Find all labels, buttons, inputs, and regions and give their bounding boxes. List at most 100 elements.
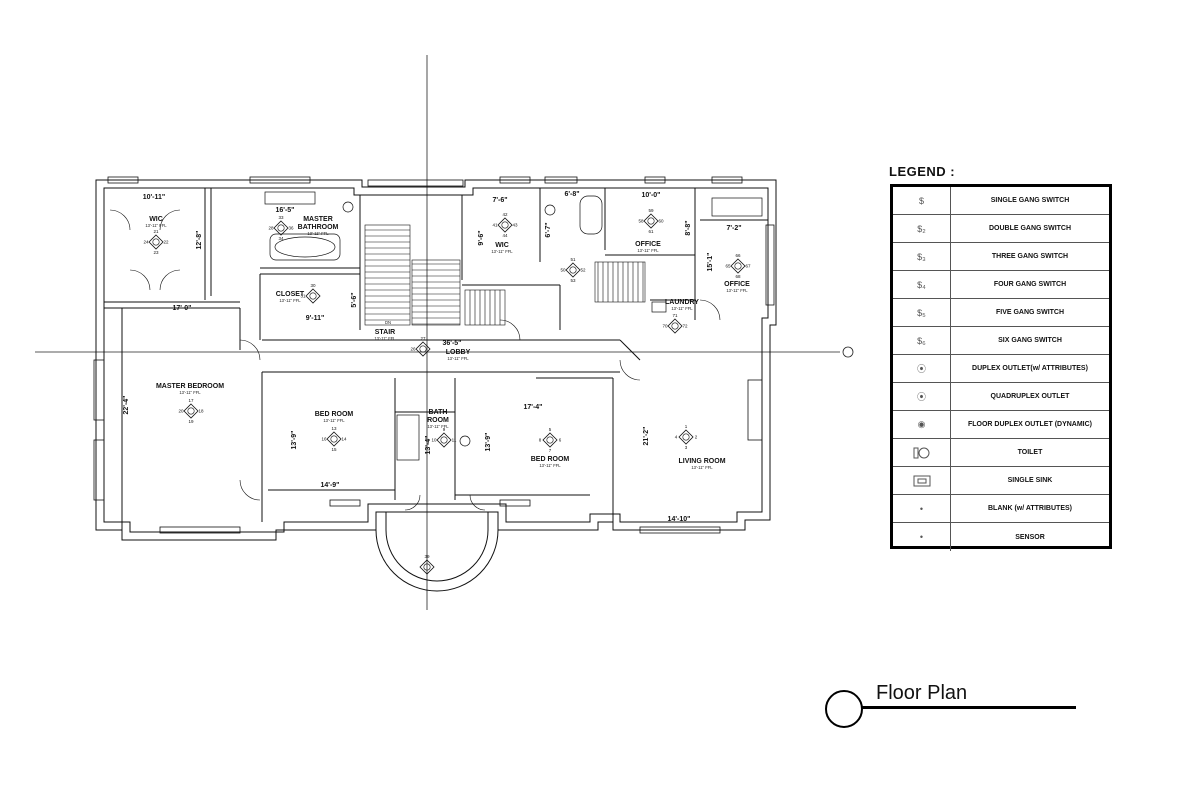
- fixture-number: 59: [648, 208, 654, 213]
- window: [644, 176, 666, 184]
- legend-row: ⦿DUPLEX OUTLET(w/ ATTRIBUTES): [893, 355, 1109, 383]
- cabinet: [711, 197, 763, 217]
- vanity: [264, 191, 316, 205]
- fixture-number: 11: [452, 438, 457, 443]
- fixture-number: 66: [735, 253, 741, 258]
- wall: [619, 339, 641, 361]
- dimension-label: 6'-7": [545, 222, 552, 237]
- fixture-number: 31: [300, 294, 306, 299]
- room-ffl: 13'-11" FFL: [307, 231, 329, 236]
- legend-row: TOILET: [893, 439, 1109, 467]
- fixture-number: 71: [672, 313, 678, 318]
- window: [765, 224, 775, 306]
- legend-label: SIX GANG SWITCH: [998, 337, 1062, 344]
- fixture-number: 17: [188, 398, 194, 403]
- fixture-number: 20: [178, 409, 184, 414]
- plan-title: Floor Plan: [876, 682, 968, 704]
- fixture-number: 68: [735, 274, 741, 279]
- fixture-number: 41: [492, 223, 498, 228]
- window: [159, 526, 241, 534]
- fixture-number: 27: [420, 336, 426, 341]
- dimension-label: 36'-5": [443, 340, 462, 347]
- fixture-number: 65: [725, 264, 731, 269]
- toilet: [544, 204, 556, 216]
- window: [499, 499, 531, 507]
- legend-title: LEGEND :: [889, 164, 956, 179]
- room-ffl: 13'-11" FFL: [427, 424, 449, 429]
- door-swing: [404, 494, 421, 511]
- dimension-label: 22'-4": [123, 396, 130, 415]
- room-ffl: 13'-11" FFL: [491, 249, 513, 254]
- legend-label: SINGLE SINK: [1007, 477, 1053, 484]
- legend-symbol-icon: •: [893, 523, 951, 551]
- room-ffl: 13'-11" FFL: [323, 418, 345, 423]
- door-swing: [699, 299, 721, 321]
- dimension-label: 17'-4": [524, 404, 543, 411]
- fixture-number: 3: [685, 445, 688, 450]
- dimension-label: 9'-11": [306, 315, 325, 322]
- bay-window-wall: [375, 512, 499, 592]
- room-label-master-bedroom: MASTER BEDROOM: [156, 383, 224, 390]
- room-label-bed-room-2: BED ROOM: [531, 456, 570, 463]
- fixture-number: 21: [153, 229, 159, 234]
- legend-symbol-icon: [893, 467, 951, 494]
- fixture-number: 43: [512, 223, 518, 228]
- fixture-number: 33: [278, 215, 284, 220]
- fixture-number: 53: [570, 278, 576, 283]
- dimension-label: 21'-2": [643, 427, 650, 446]
- legend-label: QUADRUPLEX OUTLET: [990, 393, 1070, 400]
- fixture-number: 36: [288, 226, 294, 231]
- legend-label: FLOOR DUPLEX OUTLET (DYNAMIC): [967, 421, 1093, 428]
- room-ffl: 13'-11" FFL: [539, 463, 561, 468]
- fixture-number: 6: [559, 438, 562, 443]
- fixture-number: 39: [424, 554, 430, 559]
- legend-row: ⦿QUADRUPLEX OUTLET: [893, 383, 1109, 411]
- room-label-lobby: LOBBY: [446, 349, 471, 356]
- dimension-label: 13'-9": [485, 433, 492, 452]
- legend-symbol-icon: ⦿: [893, 355, 951, 382]
- fixture-number: 30: [310, 283, 316, 288]
- room-ffl: 13'-11" FFL: [179, 390, 201, 395]
- room-ffl: 13'-11" FFL: [726, 288, 748, 293]
- fixture-number: 50: [560, 268, 566, 273]
- fixture-number: 72: [682, 324, 688, 329]
- dimension-label: 10'-0": [642, 192, 661, 199]
- room-label-office-2: OFFICE: [724, 281, 750, 288]
- fixture-number: 28: [268, 226, 274, 231]
- dimension-label: 16'-5": [276, 207, 295, 214]
- dimension-label: 12'-8": [196, 231, 203, 250]
- stair: [594, 261, 646, 303]
- door-swing: [619, 359, 641, 381]
- bath-right: [579, 195, 603, 235]
- room-ffl: 13'-11" FFL: [374, 336, 396, 341]
- fixture-number: 70: [662, 324, 668, 329]
- fixture-number: 22: [163, 240, 169, 245]
- fixture-number: 23: [153, 250, 159, 255]
- dimension-label: 6'-8": [564, 191, 579, 198]
- room-label-bed-room-1: BED ROOM: [315, 411, 354, 418]
- legend-symbol-icon: $₂: [893, 215, 951, 242]
- door-swing: [469, 494, 486, 511]
- room-label-bath-room: BATH: [429, 409, 448, 416]
- fixture-number: 4: [675, 435, 678, 440]
- room-label-master-bathroom: MASTER: [303, 216, 333, 223]
- bathtub: [274, 236, 336, 258]
- fixture-number: 61: [648, 229, 654, 234]
- room-ffl: 13'-11" FFL: [691, 465, 713, 470]
- fixture-number: 26: [410, 347, 416, 352]
- legend-symbol-icon: [893, 439, 951, 466]
- room-label-living-room: LIVING ROOM: [678, 458, 725, 465]
- room-label-stair: STAIR: [375, 329, 395, 336]
- fixture-number: 58: [638, 219, 644, 224]
- axis-marker: [842, 346, 854, 358]
- window: [249, 176, 311, 184]
- legend-label: SENSOR: [1015, 533, 1045, 541]
- shower: [396, 414, 420, 461]
